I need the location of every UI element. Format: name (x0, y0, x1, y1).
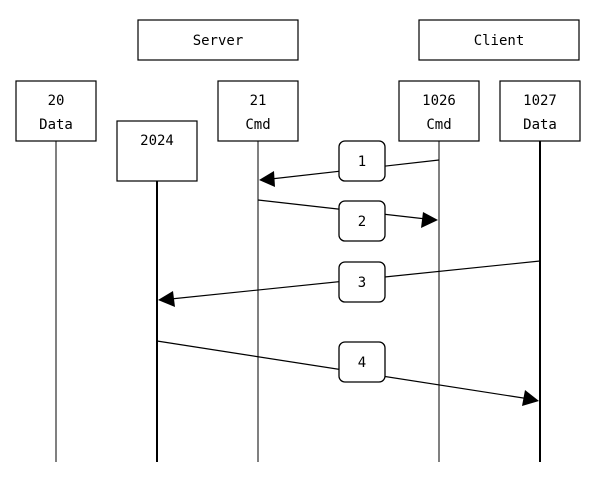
participant-20-role: Data (39, 117, 73, 133)
message-1-arrowhead (259, 171, 275, 187)
message-2: 2 (257, 199, 438, 242)
message-4-step-label: 4 (358, 355, 366, 371)
participant-2024: 2024 (116, 120, 198, 182)
message-2-arrowhead (421, 212, 438, 228)
message-3-arrowhead (158, 291, 175, 307)
message-2-step-label: 2 (358, 214, 366, 230)
participant-20-port: 20 (48, 93, 65, 109)
group-client: Client (418, 19, 580, 61)
participant-21: 21 Cmd (217, 80, 299, 142)
participant-1027-port: 1027 (523, 93, 557, 109)
message-1-step-label: 1 (358, 154, 366, 170)
participant-2024-port: 2024 (140, 133, 174, 149)
participant-1026: 1026 Cmd (398, 80, 480, 142)
message-3-step-label: 3 (358, 275, 366, 291)
group-server: Server (137, 19, 299, 61)
participant-21-port: 21 (250, 93, 267, 109)
group-client-label: Client (474, 33, 525, 49)
participant-21-role: Cmd (245, 117, 270, 133)
message-4-arrowhead (522, 390, 539, 406)
participant-20: 20 Data (15, 80, 97, 142)
participant-1027-role: Data (523, 117, 557, 133)
participant-1027: 1027 Data (499, 80, 581, 142)
group-server-label: Server (193, 33, 244, 49)
message-3: 3 (158, 260, 541, 307)
message-4: 4 (156, 340, 539, 406)
message-1: 1 (259, 140, 440, 187)
participant-1026-port: 1026 (422, 93, 456, 109)
participant-1026-role: Cmd (426, 117, 451, 133)
